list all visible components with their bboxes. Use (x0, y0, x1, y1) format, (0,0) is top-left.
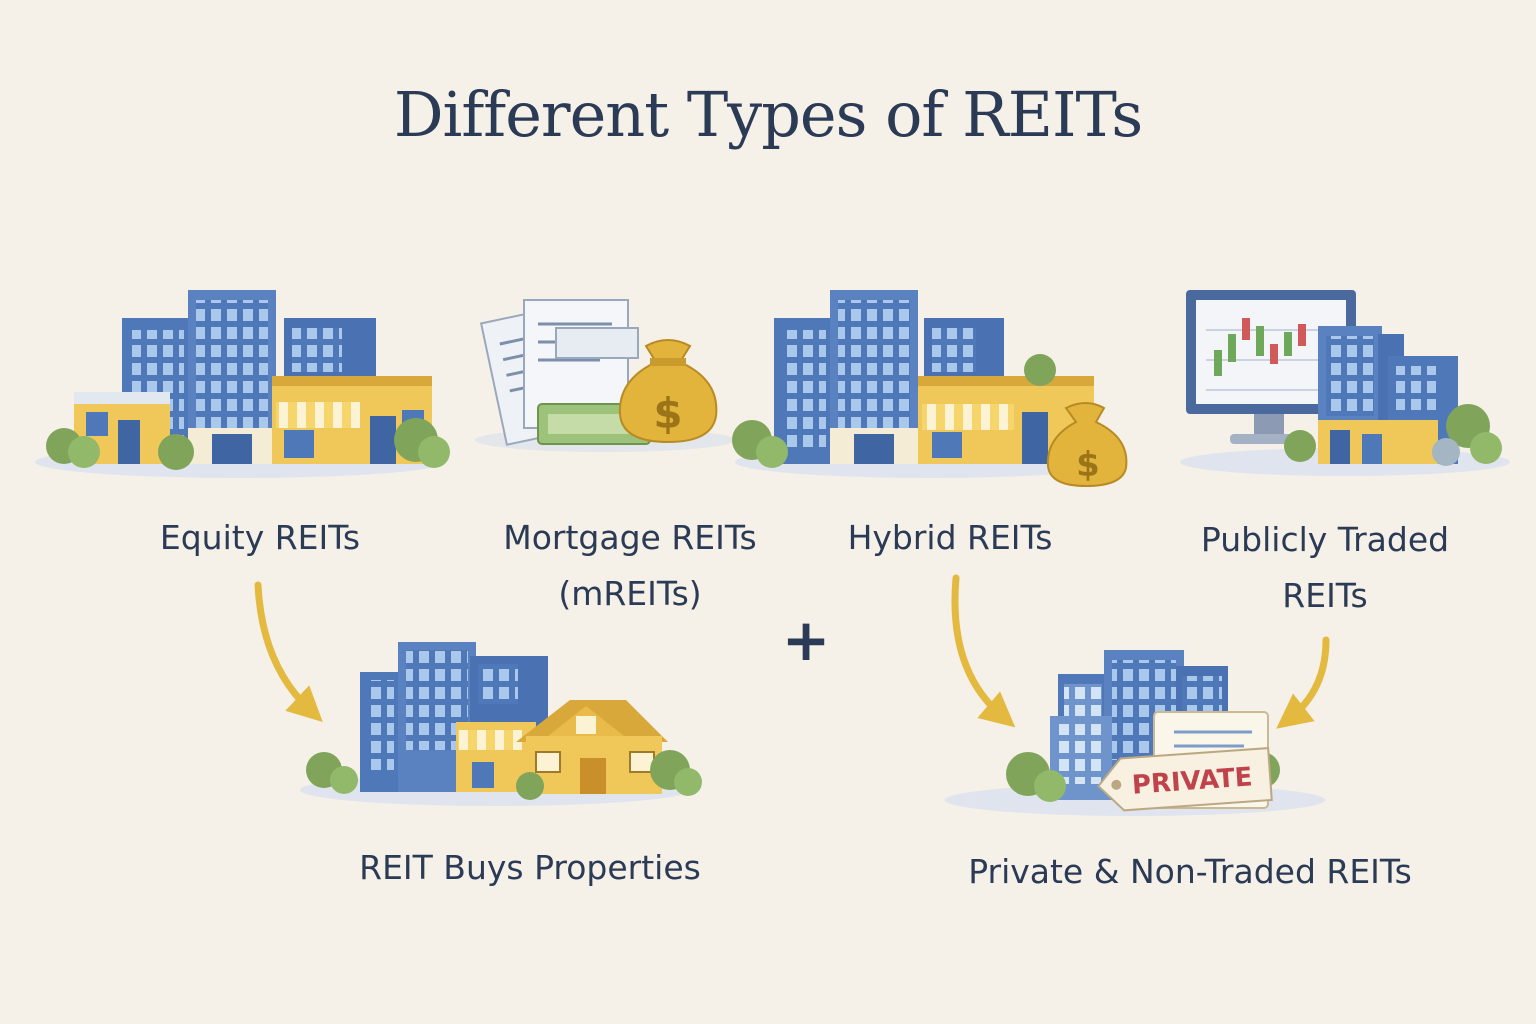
mortgage-reits-label-line2: (mREITs) (558, 574, 702, 613)
page-title: Different Types of REITs (393, 78, 1143, 151)
hybrid-reits-illustration: $ (732, 290, 1128, 488)
plus-sign: + (782, 606, 831, 674)
publicly-traded-label: Publicly Traded REITs (1160, 512, 1490, 624)
publicly-traded-illustration (1180, 290, 1510, 476)
hybrid-reits-label: Hybrid REITs (847, 518, 1053, 557)
svg-text:$: $ (1076, 445, 1100, 485)
private-reits-illustration: PRIVATE (945, 650, 1325, 816)
publicly-traded-label-line1: Publicly Traded (1200, 520, 1450, 559)
mortgage-reits-label: Mortgage REITs (mREITs) (460, 510, 800, 622)
publicly-traded-label-line2: REITs (1282, 576, 1368, 615)
buys-properties-label: REIT Buys Properties (359, 848, 701, 887)
mortgage-reits-illustration: $ (475, 299, 735, 452)
equity-reits-illustration (35, 290, 450, 478)
svg-text:$: $ (653, 389, 682, 438)
mortgage-reits-label-line1: Mortgage REITs (503, 518, 757, 557)
private-non-traded-label: Private & Non-Traded REITs (968, 852, 1412, 891)
arrow-public-to-private (1276, 636, 1330, 729)
arrow-hybrid-to-private (951, 574, 1016, 728)
equity-reits-label: Equity REITs (159, 518, 361, 557)
arrow-equity-to-buys (254, 581, 323, 722)
buys-properties-illustration (300, 642, 702, 806)
